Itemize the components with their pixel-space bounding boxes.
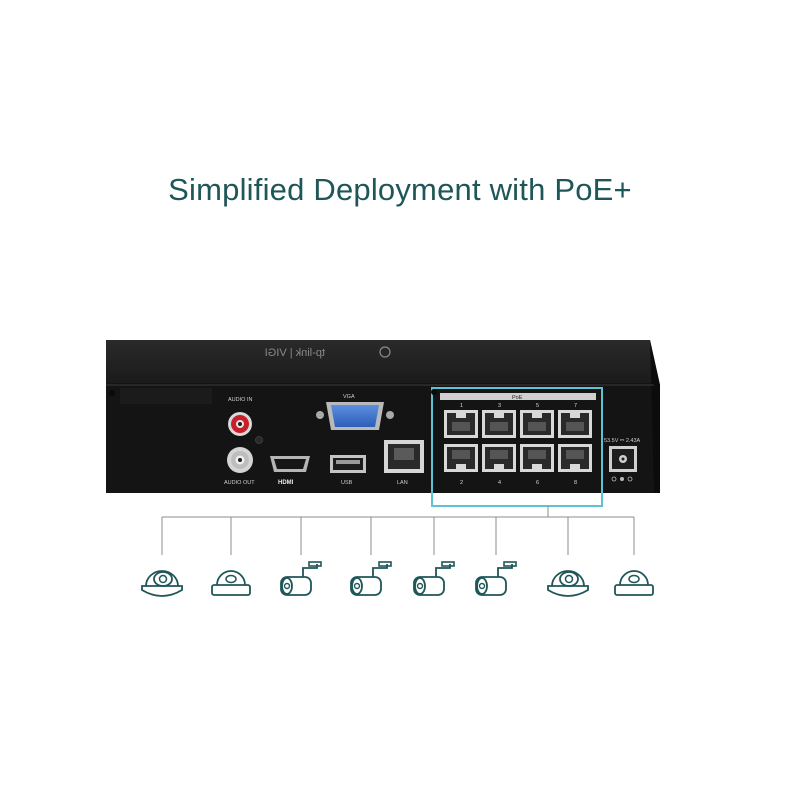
brand-logo: tp-link | VIGI (265, 347, 325, 359)
poe-port-number: 7 (574, 403, 577, 409)
poe-port[interactable] (444, 410, 478, 438)
hdmi-port[interactable] (270, 456, 310, 472)
headline: Simplified Deployment with PoE+ (168, 172, 632, 207)
device-top-panel (106, 340, 660, 385)
lan-label: LAN (397, 480, 408, 486)
poe-port[interactable] (444, 444, 478, 472)
dome-camera-icon (614, 570, 654, 596)
poe-port-group: 1 2 3 4 5 6 7 8 (444, 403, 592, 486)
audio-out-jack[interactable] (227, 447, 253, 473)
poe-header-label: PoE (512, 395, 523, 401)
poe-port[interactable] (558, 410, 592, 438)
usb-label: USB (341, 480, 353, 486)
poe-highlight-box (431, 387, 603, 507)
audio-in-label: AUDIO IN (228, 397, 252, 403)
poe-port-number: 4 (498, 480, 501, 486)
nvr-device: tp-link | VIGI AUDIO IN AUDIO OUT VGA (106, 340, 660, 507)
audio-out-label: AUDIO OUT (224, 480, 255, 486)
poe-port[interactable] (520, 410, 554, 438)
bullet-camera-icon (280, 561, 322, 596)
poe-port[interactable] (482, 410, 516, 438)
bullet-camera-icon (350, 561, 392, 596)
bullet-camera-icon (413, 561, 455, 596)
polarity-icon (611, 476, 633, 482)
poe-port[interactable] (558, 444, 592, 472)
lan-port[interactable] (384, 440, 424, 473)
power-rating-label: 53.5V ⎓ 2.43A (604, 438, 641, 444)
poe-port[interactable] (520, 444, 554, 472)
dome-camera-icon (211, 570, 251, 596)
camera-drop-lines (161, 517, 635, 555)
hdmi-label: HDMI (278, 480, 294, 486)
tp-link-logo-icon (379, 346, 391, 358)
audio-in-jack[interactable] (228, 412, 252, 436)
turret-camera-icon (141, 570, 183, 597)
turret-camera-icon (547, 570, 589, 597)
bullet-camera-icon (475, 561, 517, 596)
usb-port[interactable] (330, 455, 366, 473)
poe-port-number: 6 (536, 480, 539, 486)
poe-port-number: 8 (574, 480, 577, 486)
poe-port-number: 1 (460, 403, 463, 409)
power-jack[interactable] (609, 446, 637, 472)
poe-port-number: 3 (498, 403, 501, 409)
svg-text:tp-link | VIGI: tp-link | VIGI (265, 347, 325, 359)
poe-port[interactable] (482, 444, 516, 472)
vga-label: VGA (343, 394, 355, 400)
vga-port[interactable] (316, 402, 394, 430)
poe-port-number: 2 (460, 480, 463, 486)
camera-row (141, 561, 654, 597)
poe-port-number: 5 (536, 403, 539, 409)
connection-lines (162, 506, 634, 518)
